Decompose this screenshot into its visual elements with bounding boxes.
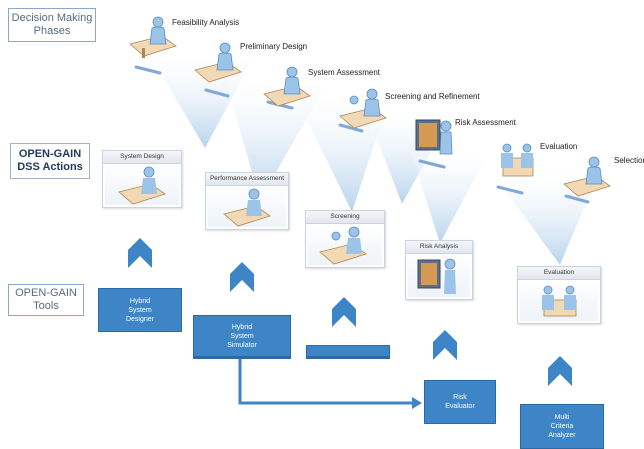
funnel-arrow-6 <box>490 170 600 265</box>
row-label-tools: OPEN-GAIN Tools <box>8 284 84 316</box>
tool-bar <box>306 345 390 359</box>
action-card-image <box>208 186 286 227</box>
action-card-screening: Screening <box>305 210 385 268</box>
tool-hybrid-system-designer: Hybrid System Designer <box>98 288 182 332</box>
up-chevron-icon <box>128 238 152 268</box>
person-at-desk-icon <box>194 42 242 83</box>
phase-label-evaluation: Evaluation <box>540 142 578 151</box>
action-card-title: Screening <box>306 211 384 224</box>
phase-label-system-assessment: System Assessment <box>308 68 381 77</box>
action-card-title: Risk Analysis <box>406 241 472 254</box>
people-meeting-icon <box>542 285 577 317</box>
action-card-risk-analysis: Risk Analysis <box>405 240 473 300</box>
phase-selection <box>562 154 612 200</box>
person-at-desk-icon <box>263 66 311 107</box>
person-at-desk-icon <box>118 166 166 205</box>
phase-system-assessment <box>262 64 312 110</box>
tool-multi-criteria-analyzer: Multi Criteria Analyzer <box>520 404 604 449</box>
action-card-title: System Design <box>103 151 181 164</box>
tool-hybrid-system-simulator: Hybrid System Simulator <box>193 315 291 359</box>
up-chevron-icon <box>433 330 457 360</box>
person-at-board-icon <box>415 119 453 155</box>
person-at-desk-icon <box>129 16 177 58</box>
action-card-image <box>520 280 598 321</box>
action-card-performance: Performance Assessment <box>205 172 289 230</box>
up-chevron-icon <box>332 297 356 327</box>
phase-label-feasibility: Feasibility Analysis <box>172 18 240 27</box>
people-at-desk-icon <box>319 226 367 265</box>
row-label-phases: Decision Making Phases <box>8 8 96 42</box>
action-card-image <box>308 224 382 265</box>
phase-preliminary <box>193 40 243 86</box>
phase-label-preliminary: Preliminary Design <box>240 42 308 51</box>
phase-screening <box>338 86 388 132</box>
up-chevron-icon <box>548 356 572 386</box>
action-card-evaluation: Evaluation <box>517 266 601 324</box>
action-card-image <box>105 164 179 205</box>
phase-evaluation <box>493 138 543 184</box>
action-card-system-design: System Design <box>102 150 182 208</box>
phase-label-selection: Selection <box>614 156 644 165</box>
tool-risk-evaluator: Risk Evaluator <box>424 380 496 424</box>
person-at-desk-icon <box>223 188 271 227</box>
funnel-arrow-5 <box>410 150 490 243</box>
people-meeting-icon <box>501 143 534 177</box>
phase-label-risk: Risk Assessment <box>455 118 516 127</box>
phase-feasibility <box>128 14 178 60</box>
up-chevron-icon <box>230 262 254 292</box>
row-label-dss-actions: OPEN-GAIN DSS Actions <box>10 143 90 179</box>
phase-risk <box>412 114 456 158</box>
people-at-desk-icon <box>339 88 387 129</box>
action-card-title: Evaluation <box>518 267 600 280</box>
phase-label-screening: Screening and Refinement <box>385 92 480 101</box>
action-card-image <box>408 254 470 297</box>
person-at-desk-icon <box>563 156 611 197</box>
person-at-board-icon <box>417 258 456 294</box>
action-card-title: Performance Assessment <box>206 173 288 186</box>
